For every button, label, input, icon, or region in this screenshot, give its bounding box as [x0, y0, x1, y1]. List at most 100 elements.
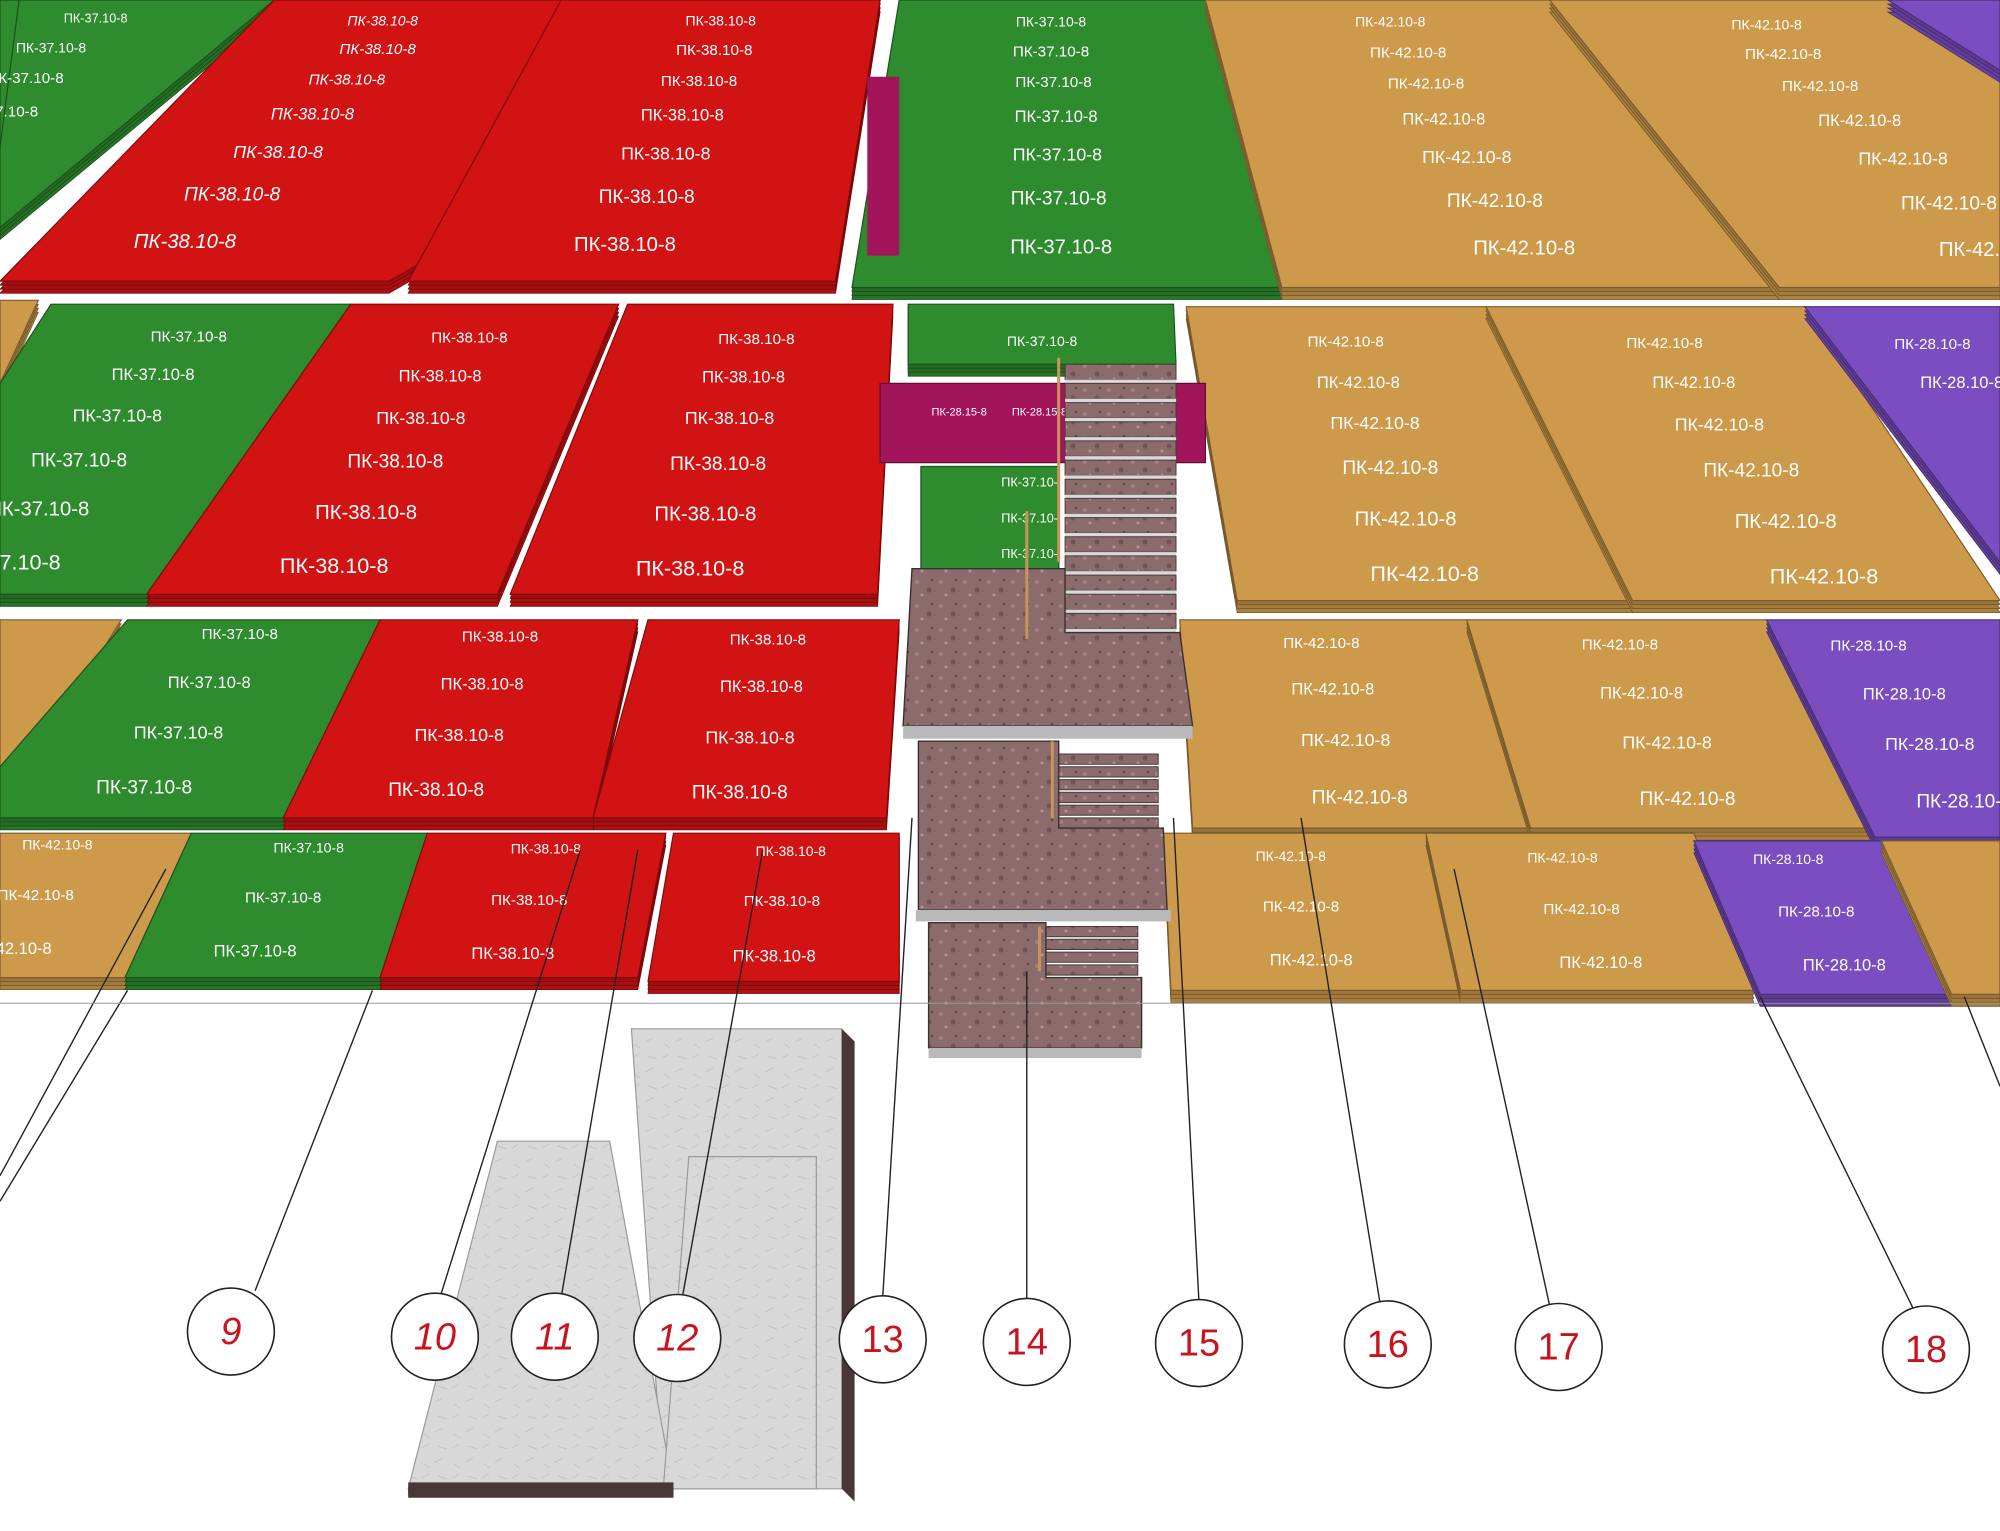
slab-top-face	[0, 299, 40, 384]
slab-mark-label: ПК-37.10-8	[1011, 188, 1107, 209]
slab-mark-label: ПК-38.10-8	[654, 503, 756, 525]
slab-mark-label: ПК-42.10-8	[1818, 112, 1901, 130]
slab-mark-label: ПК-42.10-8	[1770, 563, 1879, 588]
axis-leader-line	[1300, 817, 1381, 1304]
slab-mark-label: ПК-38.10-8	[676, 42, 752, 59]
slabs-layer: ПК-37.10-8ПК-37.10-8ПК-37.10-8ПК-37.10-8…	[0, 0, 2000, 1007]
slab-mark-label: ПК-28.10-8	[1916, 792, 2000, 813]
slab-mark-label: ПК-42.10-8	[1355, 508, 1457, 530]
slab-mark-label: ПК-42.10-8	[1402, 110, 1485, 128]
slab-mark-label: ПК-38.10-8	[756, 843, 827, 859]
slab-mark-label: ПК-37.10-8	[202, 626, 278, 643]
slab-mark-label: ПК-28.15-8	[932, 407, 987, 419]
axis-leader-line	[1453, 868, 1551, 1307]
slab-top-face	[1886, 0, 2000, 72]
slab-mark-label: ПК-37.10-8	[1013, 145, 1102, 165]
magenta-strip-upper	[867, 76, 900, 256]
axis-number: 14	[1006, 1321, 1048, 1363]
slab-mark-label: ПК-37.10-8	[1016, 14, 1087, 30]
slab-top-face	[0, 303, 352, 595]
slab-mark-label: ПК-38.10-8	[315, 502, 417, 524]
stair-tread	[1045, 951, 1139, 963]
slab-mark-label: ПК-42.10-8	[1422, 147, 1511, 167]
stair-riser	[1065, 494, 1177, 499]
slab-pk42-5: ПК-42.10-8ПК-42.10-8ПК-42.10-8ПК-42.10-8…	[1204, 0, 1781, 300]
slab-mark-label: ПК-28.10-8	[1920, 374, 2000, 392]
slab-pk38-24: ПК-38.10-8ПК-38.10-8ПК-38.10-8	[379, 832, 667, 990]
stair-tread	[1064, 459, 1177, 476]
stair-tread	[1064, 574, 1177, 591]
slab-mark-label: ПК-42.10-8	[1782, 78, 1858, 95]
slab-mark-label: ПК-38.10-8	[702, 369, 785, 387]
landing-edge	[915, 909, 1171, 922]
stair-riser	[1065, 398, 1177, 403]
slab-mark-label: ПК-37.10-8	[1015, 74, 1091, 91]
slab-mark-label: ПК-38.10-8	[347, 452, 443, 473]
slab-mark-label: ПК-38.10-8	[621, 143, 710, 163]
slab-mark-label: ПК-42.10-8	[1626, 335, 1702, 352]
slab-mark-label: ПК-42.10-8	[1858, 148, 1947, 168]
slab-mark-label: ПК-37.10-8	[1001, 475, 1065, 489]
axis-number: 17	[1538, 1327, 1580, 1369]
slab-pk42-19: ПК-42.10-8ПК-42.10-8ПК-42.10-8ПК-42.10-8	[1179, 619, 1532, 841]
slab-pk37-31: ПК-37.10-8ПК-37.10-8ПК-37.10-8	[920, 465, 1065, 588]
slab-pk37-4: ПК-37.10-8ПК-37.10-8ПК-37.10-8ПК-37.10-8…	[851, 0, 1283, 300]
slab-top-face	[1485, 306, 2000, 602]
stair-riser	[1065, 437, 1177, 441]
slab-mark-label: ПК-38.10-8	[233, 142, 323, 162]
slab-mark-label: ПК-38.10-8	[686, 12, 757, 28]
slab-mark-label: ПК-38.10-8	[670, 454, 766, 475]
slab-mark-label: ПК-38.10-8	[720, 678, 803, 696]
slab-mark-label: ПК-42.10-8	[1342, 458, 1438, 479]
slab-pk42-13: ПК-42.10-8ПК-42.10-8ПК-42.10-8ПК-42.10-8…	[1485, 306, 2000, 613]
axis-leader-line	[439, 849, 582, 1298]
stair-riser	[1065, 417, 1177, 422]
slab-mark-label: ПК-37.10-8	[1001, 511, 1065, 525]
slab-top-face	[592, 619, 900, 819]
slab-mark-label: ПК-42.10-8	[1263, 898, 1339, 915]
axis-marker-9: 9	[186, 990, 374, 1376]
slab-mark-label: ПК-38.10-8	[574, 234, 676, 256]
slab-mark-label: ПК-42.10-8	[1473, 238, 1575, 260]
slab-mark-label: ПК-38.10-8	[744, 893, 820, 910]
slab-pk28-21: ПК-28.10-8ПК-28.10-8ПК-28.10-8ПК-28.10-8	[1765, 619, 2000, 850]
slab-pk38-10: ПК-38.10-8ПК-38.10-8ПК-38.10-8ПК-38.10-8…	[145, 303, 620, 607]
slab-mark-label: ПК-28.10-8	[1778, 904, 1854, 921]
stair-tread	[1064, 593, 1177, 611]
stair-tread	[1058, 817, 1159, 829]
foundation-blocks	[407, 1028, 855, 1502]
slab-mark-label: ПК-42.10-8	[1355, 14, 1426, 30]
axis-bubble	[633, 1293, 722, 1383]
slab-mark-label: ПК-37.10-8	[134, 722, 223, 742]
stair-tread	[1058, 791, 1159, 804]
slab-mark-label: ПК-37.10-8	[0, 70, 64, 87]
slab-mark-label: ПК-38.10-8	[399, 367, 482, 385]
axis-leader-line	[681, 849, 764, 1298]
slab-mark-label: ПК-42.10-8	[1745, 46, 1821, 63]
slab-pk38-18: ПК-38.10-8ПК-38.10-8ПК-38.10-8ПК-38.10-8	[592, 619, 900, 831]
landing-edge	[903, 725, 1193, 739]
stair-tread	[1064, 440, 1177, 457]
axis-marker-16: 16	[1300, 817, 1433, 1389]
slab-mark-label: ПК-38.10-8	[636, 556, 745, 581]
stair-tread	[1058, 779, 1159, 791]
slab-pk37-30: ПК-37.10-8	[907, 303, 1177, 377]
slab-mark-label: ПК-42.10-8	[1308, 334, 1384, 351]
slab-mark-label: ПК-42.10-8	[0, 887, 74, 904]
axis-leader-line	[0, 868, 167, 1177]
slab-mark-label: ПК-38.10-8	[431, 330, 507, 347]
slab-top-face	[1548, 0, 2000, 289]
axis-marker-17: 17	[1453, 868, 1603, 1392]
slab-mark-label: ПК-38.10-8	[718, 331, 794, 348]
axis-number: 12	[656, 1318, 698, 1360]
slab-top-face	[1880, 840, 2000, 995]
stair-tread	[1064, 497, 1177, 515]
axis-leader-line	[1963, 996, 2000, 1087]
slab-mark-label: ПК-38.10-8	[511, 841, 582, 857]
stair-riser	[1065, 513, 1177, 518]
axis-bubble	[1154, 1298, 1244, 1388]
slab-mark-label: ПК-42.10-8	[1283, 635, 1359, 652]
slab-mark-label: ПК-37.10-8	[274, 839, 345, 855]
slab-mark-label: ПК-42.10-8	[1675, 414, 1764, 434]
slab-mark-label: ПК-38.10-8	[280, 553, 389, 578]
